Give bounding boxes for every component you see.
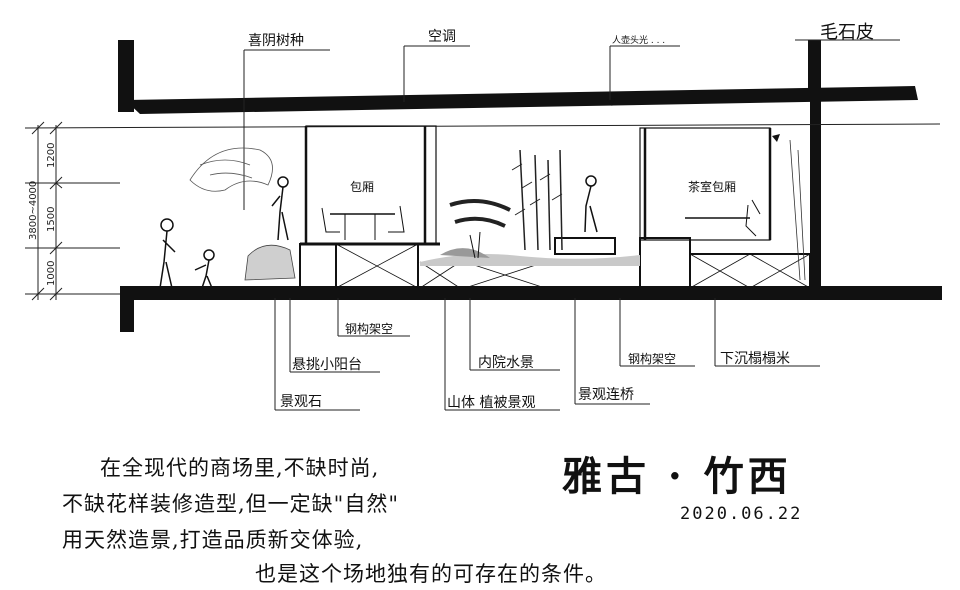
dimension-middle: 1500 (46, 206, 57, 232)
tea-room-label: 茶室包厢 (688, 180, 737, 194)
callout-steel-right: 钢构架空 (628, 352, 677, 366)
light-label: 人壶头光 . . . (612, 36, 666, 46)
platforms (299, 237, 811, 289)
floor-slab (120, 286, 942, 300)
aircon-label: 空调 (428, 29, 456, 45)
dimension-lower: 1000 (46, 260, 57, 286)
shade-trees-label: 喜阴树种 (248, 33, 304, 49)
note-line-1: 在全现代的商场里,不缺时尚, (100, 456, 380, 480)
roof-slab (125, 86, 918, 114)
private-room-label: 包厢 (350, 180, 375, 194)
floor-left-return (120, 286, 134, 332)
callout-bridge: 景观连桥 (578, 387, 634, 403)
water-garden (420, 149, 640, 266)
callout-sunken: 下沉榻榻米 (720, 351, 790, 367)
right-wall (810, 40, 821, 290)
dimension-total: 3800~4000 (28, 180, 39, 240)
note-line-3: 用天然造景,打造品质新交体验, (62, 528, 364, 552)
brand-signature: 雅古 · 竹西 (562, 453, 792, 500)
people (159, 175, 598, 289)
note-line-2: 不缺花样装修造型,但一定缺"自然" (62, 492, 399, 516)
callout-mountain: 山体 植被景观 (447, 395, 536, 411)
callout-rock: 景观石 (280, 394, 322, 410)
left-parapet (118, 40, 134, 112)
leader-lines (243, 39, 900, 411)
signature-date: 2020.06.22 (680, 504, 803, 524)
callout-balcony: 悬挑小阳台 (292, 357, 362, 373)
plants-left (189, 139, 806, 281)
callout-water: 内院水景 (478, 355, 534, 371)
light-fixtures (465, 98, 780, 142)
callout-steel-left: 钢构架空 (345, 322, 394, 336)
dimension-upper: 1200 (46, 142, 57, 168)
note-line-4: 也是这个场地独有的可存在的条件。 (255, 562, 607, 586)
stone-label: 毛石皮 (820, 22, 874, 43)
stone-wall-edge (808, 40, 812, 100)
dimension-lines (24, 121, 941, 301)
building-structure (118, 40, 942, 332)
tea-room (639, 127, 772, 241)
